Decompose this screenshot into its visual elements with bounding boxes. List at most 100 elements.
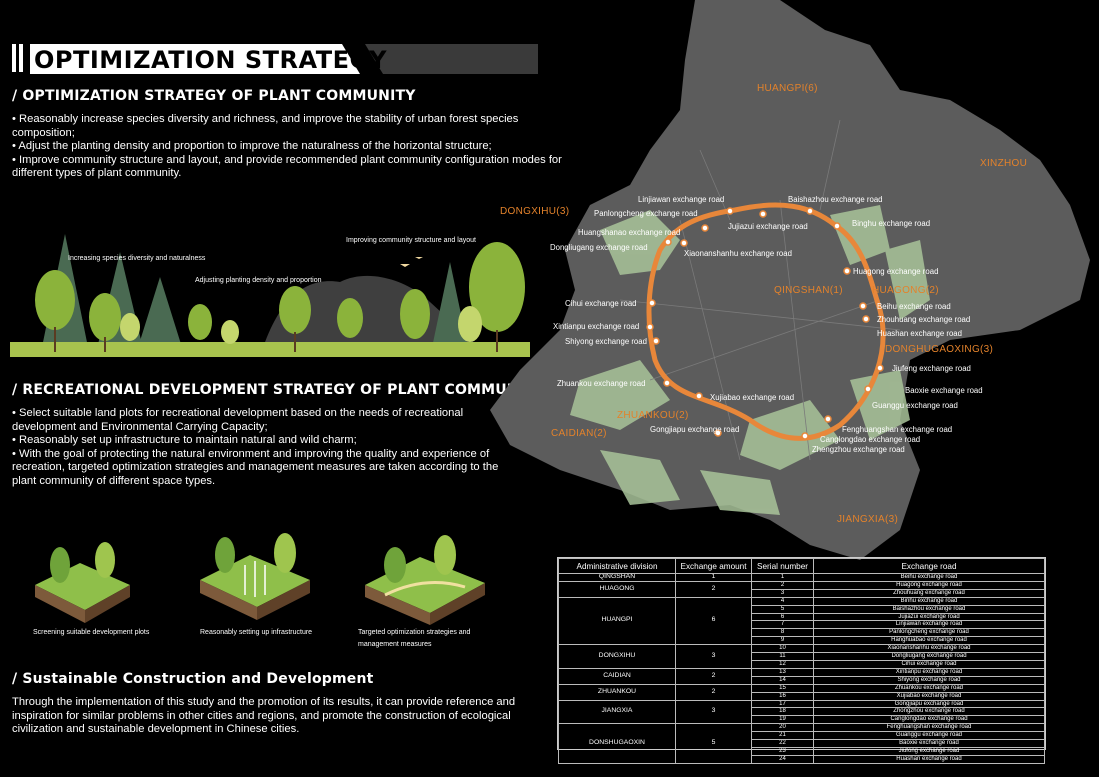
district-huagong: HUAGONG(2) [872, 285, 939, 296]
district-huangpi: HUANGPI(6) [757, 83, 818, 94]
cell-road: Xiaonanshanhu exchange road [813, 644, 1045, 654]
cell-road: Jiufong exchange road [813, 746, 1045, 756]
block-infra [200, 533, 310, 620]
road-cihui: Cihui exchange road [565, 299, 637, 308]
cell-road: Beihu exchange road [813, 573, 1045, 582]
district-donghugaoxing: DONGHUGAOXING(3) [885, 344, 994, 355]
cell-amount: 2 [675, 683, 752, 701]
plant-line-1: • Reasonably increase species diversity … [12, 113, 519, 139]
page-title: OPTIMIZATION STRATEGY [34, 46, 388, 74]
cell-road: Baishazhou exchange road [813, 604, 1045, 614]
cell-road: Guanggu exchange road [813, 731, 1045, 741]
label-infra: Reasonably setting up infrastructure [200, 629, 313, 636]
road-panlongcheng: Panlongcheng exchange road [594, 209, 698, 218]
cell-serial: 6 [751, 612, 814, 622]
cell-serial: 12 [751, 659, 814, 669]
road-shiyong: Shiyong exchange road [565, 337, 647, 346]
sustain-text: Through the implementation of this study… [12, 696, 516, 736]
road-baishazhou: Baishazhou exchange road [788, 195, 883, 204]
cell-amount: 2 [675, 667, 752, 685]
cell-serial: 11 [751, 652, 814, 661]
road-xiaonanshanhu: Xiaonanshanhu exchange road [684, 249, 792, 258]
label-targeted: Targeted optimization strategies and man… [358, 629, 471, 648]
cell-road: Shiyong exchange road [813, 675, 1045, 685]
cell-amount: 1 [675, 573, 752, 582]
road-dongliugang: Dongliugang exchange road [550, 243, 648, 252]
road-guanggu: Guanggu exchange road [872, 401, 958, 410]
title-banner [30, 44, 360, 74]
cell-division: HUANGPI [558, 596, 676, 646]
cell-road: Xintianpu exchange road [813, 667, 1045, 677]
cell-serial: 9 [751, 636, 814, 646]
cell-road: Huagong exchange road [813, 580, 1045, 590]
road-beihu: Beihu exchange road [877, 302, 951, 311]
road-network [619, 119, 901, 461]
header-serial: Serial number [751, 558, 814, 574]
cell-serial: 13 [751, 667, 814, 677]
section-heading-sustain: / Sustainable Construction and Developme… [12, 671, 374, 687]
recreation-line-2: • Reasonably set up infrastructure to ma… [12, 434, 357, 447]
road-fenghuangshan: Fenghuangshan exchange road [842, 425, 953, 434]
recreation-line-1: • Select suitable land plots for recreat… [12, 407, 464, 433]
cell-road: Hanghuabao exchange road [813, 636, 1045, 646]
cell-serial: 1 [751, 573, 814, 582]
cell-road: Zhouhuang exchange road [813, 588, 1045, 598]
header-division: Administrative division [558, 558, 676, 574]
cell-division: QINGSHAN [558, 573, 676, 582]
cell-serial: 18 [751, 707, 814, 717]
cell-serial: 19 [751, 715, 814, 725]
road-zhouhuang: Zhouhuang exchange road [877, 315, 971, 324]
recreation-line-3: • With the goal of protecting the natura… [12, 447, 499, 487]
district-caidian: CAIDIAN(2) [551, 428, 607, 439]
exchange-table: Administrative division Exchange amount … [558, 558, 1045, 764]
cell-division: JIANGXIA [558, 699, 676, 725]
district-dongxihu: DONGXIHU(3) [500, 206, 570, 217]
green-areas [570, 205, 930, 515]
cell-serial: 16 [751, 691, 814, 701]
cell-road: Baoxie exchange road [813, 739, 1045, 748]
road-huangshanao: Huangshanao exchange road [578, 228, 681, 237]
table-header-row: Administrative division Exchange amount … [558, 558, 1045, 574]
road-linjiawan: Linjiawan exchange road [638, 195, 725, 204]
cell-serial: 21 [751, 731, 814, 741]
cell-amount: 6 [675, 596, 752, 646]
cell-serial: 24 [751, 754, 814, 764]
header-amount: Exchange amount [675, 558, 752, 574]
block-targeted [365, 535, 485, 625]
ring-road [646, 202, 886, 441]
road-jujiazui: Jujiazui exchange road [728, 222, 808, 231]
district-qingshan: QINGSHAN(1) [774, 285, 843, 296]
cell-amount: 3 [675, 699, 752, 725]
road-gongjiapu: Gongjiapu exchange road [650, 425, 740, 434]
road-xujiabao: Xujiabao exchange road [710, 393, 795, 402]
road-jiufeng: Jiufeng exchange road [892, 364, 971, 373]
plant-line-3: • Improve community structure and layout… [12, 153, 562, 180]
forest-illustration [10, 234, 530, 357]
cell-road: Xujiabao exchange road [813, 691, 1045, 701]
cell-road: Binhu exchange road [813, 596, 1045, 606]
cell-division: HUAGONG [558, 580, 676, 598]
cell-road: Cihui exchange road [813, 659, 1045, 669]
recreation-strategy-text: • Select suitable land plots for recreat… [12, 407, 502, 489]
exchange-road-table: Administrative division Exchange amount … [557, 557, 1046, 764]
cell-road: Fenghuangshan exchange road [813, 723, 1045, 733]
cell-division: ZHUANKOU [558, 683, 676, 701]
cell-serial: 2 [751, 580, 814, 590]
title-bars [12, 44, 28, 72]
district-zhuankou: ZHUANKOU(2) [617, 410, 689, 421]
road-xintianpu: Xintianpu exchange road [553, 322, 640, 331]
road-huashan: Huashan exchange road [877, 329, 962, 338]
section-heading-plant: / OPTIMIZATION STRATEGY OF PLANT COMMUNI… [12, 88, 416, 104]
cell-serial: 20 [751, 723, 814, 733]
plant-strategy-text: • Reasonably increase species diversity … [12, 113, 564, 181]
title-banner-dark [365, 44, 538, 74]
cell-serial: 23 [751, 746, 814, 756]
road-baoxie: Baoxie exchange road [905, 386, 983, 395]
map-canvas [490, 0, 1090, 560]
